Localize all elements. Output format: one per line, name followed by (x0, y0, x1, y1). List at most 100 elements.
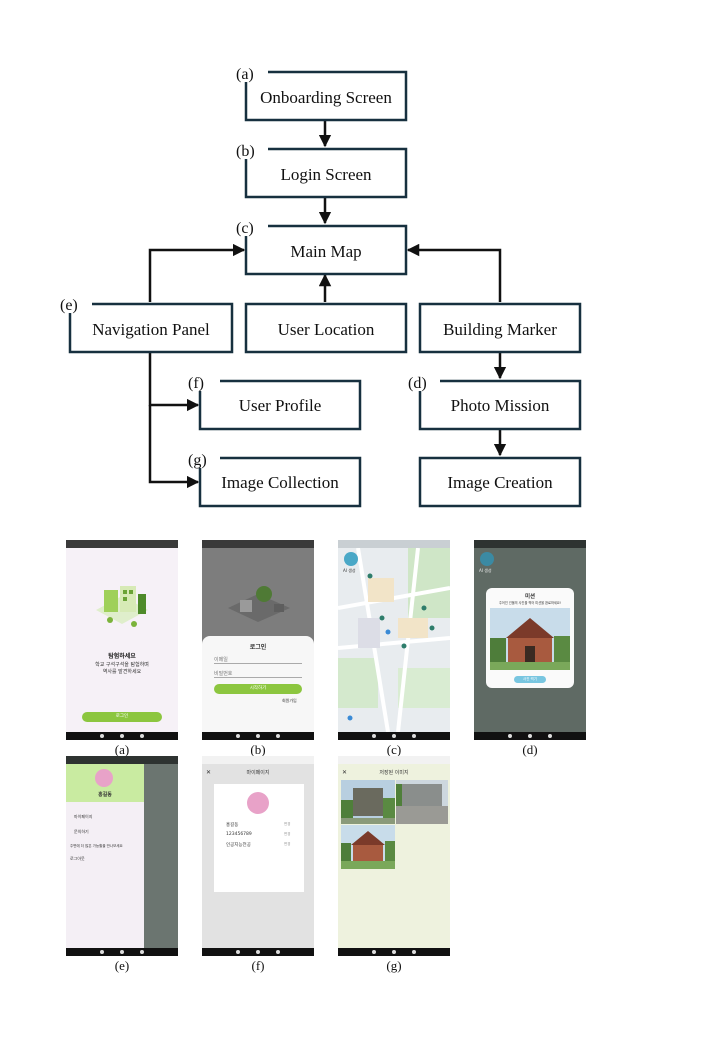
status-bar (338, 540, 450, 548)
edit-dept-button[interactable]: 변경 (284, 842, 291, 846)
status-bar (474, 540, 586, 548)
caption-a: (a) (114, 742, 130, 757)
login-sheet: 로그인 이메일 비밀번호 시작하기 회원가입 (202, 636, 314, 732)
node-onboarding: (a) Onboarding Screen (234, 62, 408, 122)
node-tag: (d) (408, 375, 427, 392)
profile-dept: 인공지능전공 (226, 843, 251, 848)
signup-link[interactable]: 회원가입 (282, 698, 297, 703)
mission-dialog: 미션 주어진 건물의 사진을 찍어 미션을 완료하세요! 사진 찍기 (486, 588, 574, 688)
node-tag: (a) (236, 66, 254, 83)
email-field[interactable]: 이메일 (214, 656, 302, 664)
take-photo-button[interactable]: 사진 찍기 (514, 676, 546, 683)
node-tag: (b) (236, 143, 255, 160)
password-field[interactable]: 비밀번호 (214, 670, 302, 678)
status-bar (202, 540, 314, 548)
avatar (247, 792, 269, 814)
screenshot-navigation-panel: 홍길동 마이페이지 문의하기 주변에 더 많은 가능할을 만나보세요 로그아웃 (66, 756, 178, 956)
status-bar (66, 540, 178, 548)
profile-id: 123456789 (226, 832, 252, 837)
screenshot-onboarding: 탐험하세요 학교 구석구석을 탐험하며 역사를 발견하세요 로그인 (66, 540, 178, 740)
screenshot-login: 로그인 이메일 비밀번호 시작하기 회원가입 (202, 540, 314, 740)
screenshot-image-collection: ✕ 저장된 이미지 (338, 756, 450, 956)
start-button[interactable]: 시작하기 (214, 684, 302, 694)
node-label: Image Collection (221, 473, 339, 492)
node-tag: (g) (188, 452, 207, 469)
onboarding-line-1: 학교 구석구석을 탐험하며 (95, 662, 149, 668)
node-label: Building Marker (443, 320, 557, 339)
login-illustration (228, 586, 290, 622)
nav-bar (202, 732, 314, 740)
building-photo (490, 608, 570, 670)
node-label: Photo Mission (451, 396, 550, 415)
screenshot-photo-mission: AI 생성 미션 주어진 건물의 사진을 찍어 미션을 완료하세요! 사진 찍기 (474, 540, 586, 740)
ai-badge-label: AI 생성 (479, 568, 492, 573)
close-icon[interactable]: ✕ (206, 769, 212, 776)
onboarding-line-2: 역사를 발견하세요 (102, 669, 142, 675)
onboarding-login-button[interactable]: 로그인 (82, 712, 162, 722)
edit-id-button[interactable]: 변경 (284, 832, 291, 836)
close-icon[interactable]: ✕ (342, 769, 348, 776)
map-view (338, 548, 450, 732)
edge-navigation-mainmap (148, 243, 246, 302)
node-tag: (c) (236, 220, 254, 237)
drawer-user-name: 홍길동 (98, 792, 112, 798)
node-building-marker: Building Marker (418, 302, 582, 354)
node-image-creation: Image Creation (418, 456, 582, 508)
node-tag: (f) (188, 375, 204, 392)
caption-f: (f) (251, 958, 265, 973)
node-navigation-panel: (e) Navigation Panel (58, 293, 234, 354)
drawer-item-notice: 주변에 더 많은 가능할을 만나보세요 (70, 844, 123, 848)
nav-bar (474, 732, 586, 740)
avatar (95, 769, 113, 787)
edge-marker-mainmap (406, 243, 502, 302)
ai-badge[interactable] (480, 552, 494, 566)
nav-bar (338, 732, 450, 740)
screenshot-main-map: AI 생성 (338, 540, 450, 740)
edges (148, 120, 507, 489)
node-label: Main Map (290, 242, 361, 261)
node-label: User Profile (239, 396, 322, 415)
saved-image-2[interactable] (396, 780, 448, 824)
mission-subtitle: 주어진 건물의 사진을 찍어 미션을 완료하세요! (498, 601, 562, 605)
profile-title: 마이페이지 (246, 770, 270, 776)
status-bar (202, 756, 314, 764)
node-label: User Location (278, 320, 375, 339)
edge-navigation-collection (148, 405, 200, 489)
node-user-location: User Location (244, 302, 408, 354)
node-label: Navigation Panel (92, 320, 210, 339)
caption-e: (e) (114, 958, 130, 973)
ai-badge-label: AI 생성 (343, 568, 356, 573)
saved-image-3[interactable] (341, 825, 395, 869)
node-label: Onboarding Screen (260, 88, 392, 107)
node-tag: (e) (60, 297, 78, 314)
caption-g: (g) (386, 958, 402, 973)
collection-title: 저장된 이미지 (379, 770, 409, 776)
edit-name-button[interactable]: 변경 (284, 822, 291, 826)
onboarding-title: 탐험하세요 (108, 653, 136, 660)
nav-bar (338, 948, 450, 956)
node-label: Login Screen (280, 165, 372, 184)
node-login: (b) Login Screen (234, 139, 408, 199)
screenshot-user-profile: ✕ 마이페이지 홍길동 123456789 인공지능전공 변경 변경 변경 (202, 756, 314, 956)
caption-d: (d) (522, 742, 538, 757)
drawer-header: 홍길동 (66, 764, 144, 802)
status-bar (66, 756, 178, 764)
nav-bar (202, 948, 314, 956)
caption-c: (c) (386, 742, 402, 757)
login-title: 로그인 (249, 644, 267, 651)
node-image-collection: (g) Image Collection (186, 448, 362, 508)
node-main-map: (c) Main Map (234, 216, 408, 276)
node-photo-mission: (d) Photo Mission (406, 371, 582, 431)
node-user-profile: (f) User Profile (186, 371, 362, 431)
status-bar (338, 756, 450, 764)
nav-bar (66, 948, 178, 956)
drawer-item-contact[interactable]: 문의하기 (74, 829, 89, 834)
mission-title: 미션 (524, 594, 536, 600)
flowchart: (a) Onboarding Screen (b) Login Screen (… (58, 62, 582, 508)
saved-image-1[interactable] (341, 780, 395, 824)
ai-badge[interactable] (344, 552, 358, 566)
drawer-item-logout[interactable]: 로그아웃 (70, 856, 85, 861)
profile-name: 홍길동 (226, 823, 239, 828)
node-label: Image Creation (447, 473, 553, 492)
drawer-item-mypage[interactable]: 마이페이지 (74, 814, 93, 819)
